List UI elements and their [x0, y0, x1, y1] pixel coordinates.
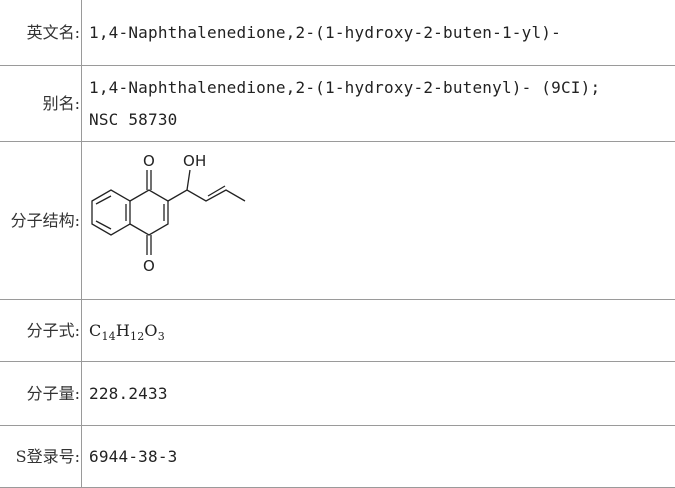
mol-weight-value: 228.2433	[82, 362, 675, 426]
oxygen-bottom-label: O	[143, 257, 155, 275]
synonyms-label: 别名:	[0, 66, 82, 142]
formula-h-count: 12	[130, 330, 144, 343]
molecule-structure-image: O OH O	[89, 146, 319, 296]
structure-label: 分子结构:	[0, 142, 82, 300]
synonyms-row: 别名: 1,4-Naphthalenedione,2-(1-hydroxy-2-…	[0, 66, 675, 142]
benzene-ring	[92, 190, 130, 235]
synonym-line-1: 1,4-Naphthalenedione,2-(1-hydroxy-2-bute…	[89, 72, 675, 104]
formula-h: H	[116, 321, 130, 340]
formula-c: C	[89, 321, 101, 340]
quinone-ring	[130, 190, 168, 235]
formula-o: O	[144, 321, 157, 340]
synonyms-value: 1,4-Naphthalenedione,2-(1-hydroxy-2-bute…	[82, 66, 675, 142]
english-name-label: 英文名:	[0, 0, 82, 66]
formula-c-count: 14	[101, 330, 115, 343]
formula-value: C14H12O3	[82, 300, 675, 362]
formula-o-count: 3	[158, 330, 165, 343]
cas-label: S登录号:	[0, 426, 82, 488]
cas-row: S登录号: 6944-38-3	[0, 426, 675, 488]
mol-weight-row: 分子量: 228.2433	[0, 362, 675, 426]
english-name-value: 1,4-Naphthalenedione,2-(1-hydroxy-2-bute…	[82, 0, 675, 66]
mol-weight-label: 分子量:	[0, 362, 82, 426]
oxygen-top-label: O	[143, 152, 155, 170]
cas-value: 6944-38-3	[82, 426, 675, 488]
structure-row: 分子结构: O OH	[0, 142, 675, 300]
synonym-line-2: NSC 58730	[89, 104, 675, 136]
formula-row: 分子式: C14H12O3	[0, 300, 675, 362]
hydroxyl-label: OH	[183, 152, 207, 170]
structure-cell: O OH O	[82, 142, 675, 300]
formula-label: 分子式:	[0, 300, 82, 362]
english-name-row: 英文名: 1,4-Naphthalenedione,2-(1-hydroxy-2…	[0, 0, 675, 66]
